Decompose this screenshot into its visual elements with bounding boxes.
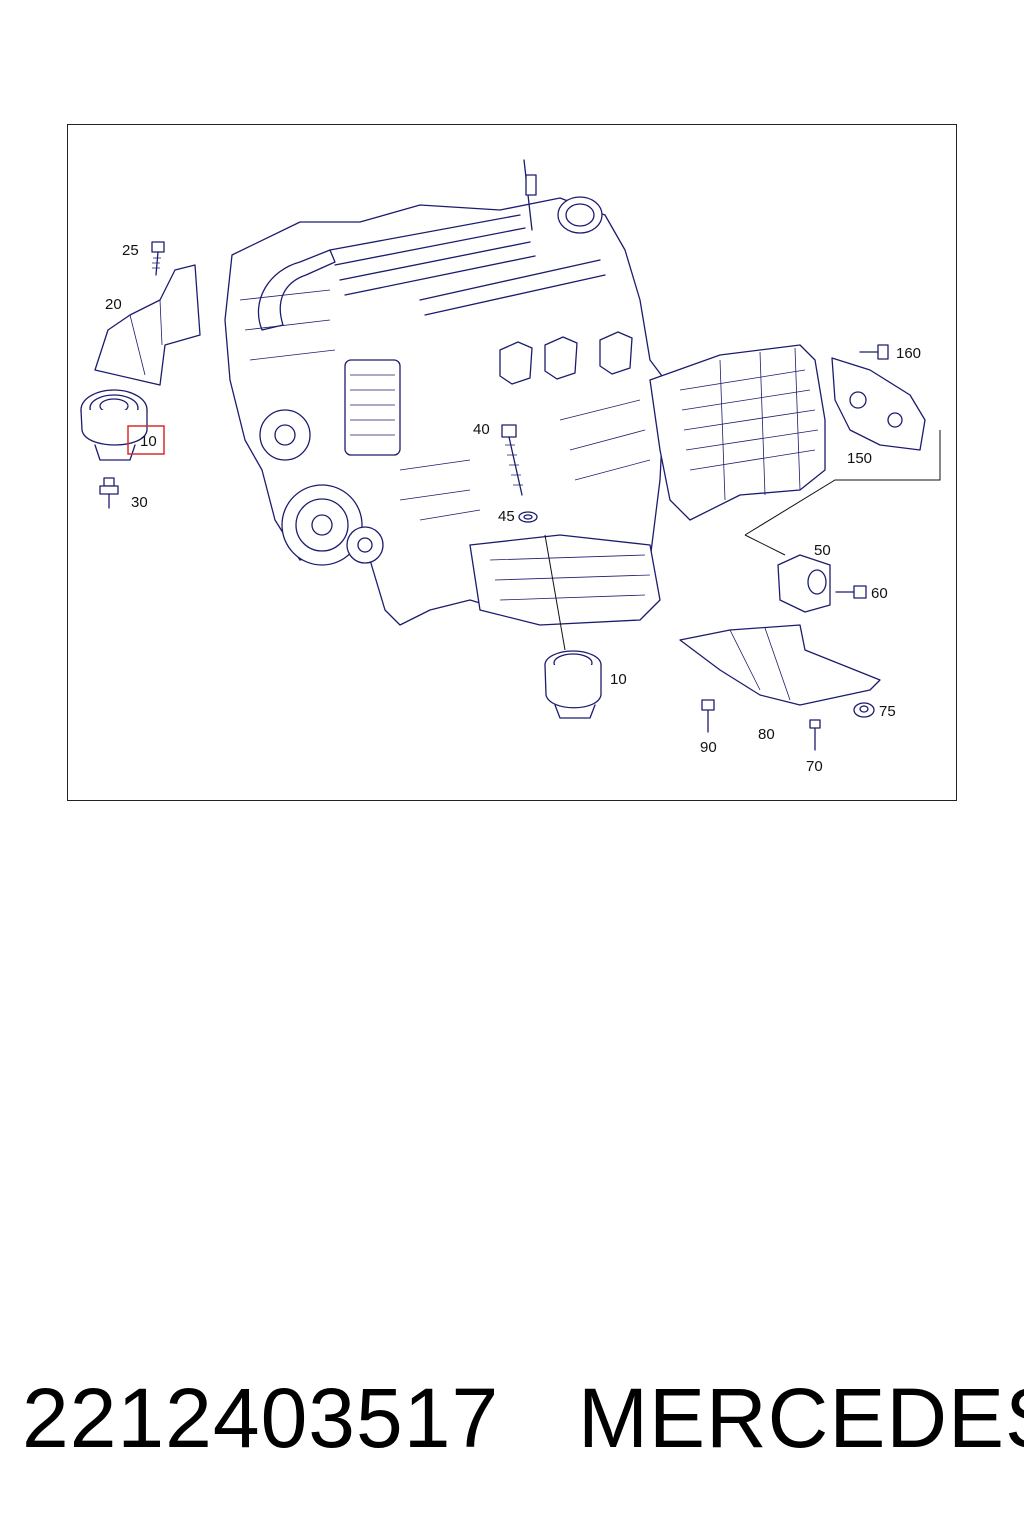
diagram-frame	[67, 124, 957, 801]
callout-10-left: 10	[140, 433, 157, 450]
callout-50: 50	[814, 542, 831, 559]
engine-mount-10-center	[544, 650, 602, 719]
engine-illustration	[224, 159, 666, 626]
transmission-illustration	[649, 344, 826, 521]
callout-45: 45	[498, 508, 515, 525]
bolt-160	[859, 344, 889, 360]
callout-30: 30	[131, 494, 148, 511]
callout-40: 40	[473, 421, 490, 438]
part-number: 2212403517	[22, 1371, 500, 1465]
bracket-150	[831, 357, 926, 451]
callout-10-center: 10	[610, 671, 627, 688]
leader-150	[744, 430, 941, 536]
callout-70: 70	[806, 758, 823, 775]
crossmember-80	[679, 624, 881, 706]
bolt-70	[809, 719, 821, 751]
brand-name: MERCEDES	[578, 1371, 1024, 1465]
transmission-mount-50	[777, 554, 831, 613]
callout-20: 20	[105, 296, 122, 313]
leader-50	[744, 534, 786, 556]
washer-45	[518, 511, 538, 523]
bolt-60	[835, 585, 867, 599]
engine-mount-diagram: 25 20 10 30 40 45 160 150 50 60 10 90 80…	[80, 159, 941, 775]
highlight-box	[127, 425, 165, 455]
callout-25: 25	[122, 242, 139, 259]
heat-shield-20	[94, 264, 201, 386]
nut-75	[853, 702, 875, 718]
engine-mount-10-left	[80, 389, 148, 461]
callout-160: 160	[896, 345, 921, 362]
bolt-30	[99, 477, 119, 509]
footer: 2212403517 MERCEDES	[22, 1368, 1024, 1468]
bolt-25	[151, 241, 165, 276]
callout-150: 150	[847, 450, 872, 467]
callout-60: 60	[871, 585, 888, 602]
bolt-40	[501, 424, 523, 496]
callout-80: 80	[758, 726, 775, 743]
callout-90: 90	[700, 739, 717, 756]
bolt-90	[701, 699, 715, 733]
callout-75: 75	[879, 703, 896, 720]
leader-10-center	[544, 534, 566, 651]
